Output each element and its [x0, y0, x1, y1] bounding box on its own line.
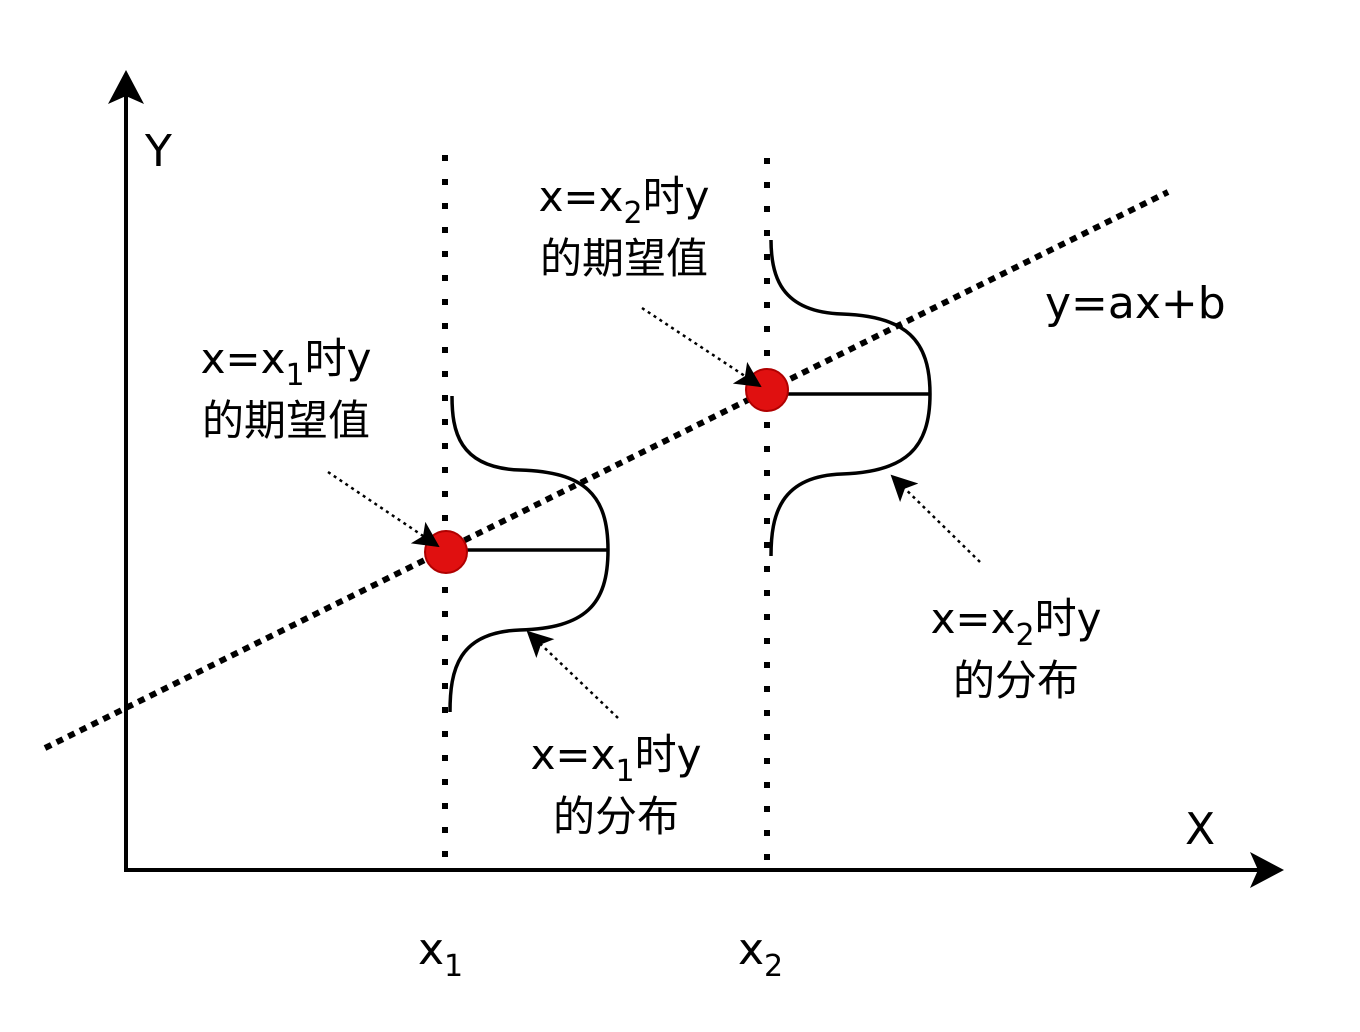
annotation-dist-x1-line2: 的分布	[552, 792, 679, 841]
pointer-dist-2	[890, 474, 981, 563]
annotation-dist-x1: x=x1时y 的分布	[516, 734, 716, 858]
distribution-curve-x1	[448, 395, 610, 713]
annotation-expect-x1-prefix: x=x	[200, 334, 286, 383]
annotation-expect-x2: x=x2时y 的期望值	[524, 176, 724, 300]
annotation-expect-x2-sub: 2	[623, 196, 643, 231]
annotation-dist-x2-prefix: x=x	[930, 594, 1016, 643]
annotation-dist-x1-suffix: 时y	[634, 730, 702, 779]
tick-x1-sub: 1	[444, 949, 464, 984]
y-axis-label: Y	[145, 126, 172, 177]
tick-x2: x2	[738, 928, 783, 982]
pointer-dist-1	[526, 630, 619, 719]
annotation-expect-x1-suffix: 时y	[304, 334, 372, 383]
annotation-dist-x2-sub: 2	[1015, 618, 1035, 653]
y-axis-arrowhead	[108, 70, 144, 104]
annotation-dist-x1-sub: 1	[615, 754, 635, 789]
annotation-expect-x1-line2: 的期望值	[201, 396, 370, 445]
tick-x1: x1	[418, 928, 463, 982]
annotation-expect-x2-line2: 的期望值	[539, 234, 708, 283]
regression-line	[43, 189, 1170, 751]
x-axis-label: X	[1185, 804, 1216, 855]
annotation-dist-x2: x=x2时y 的分布	[916, 598, 1116, 722]
pointer-expect-1	[327, 470, 440, 548]
expected-point-x1	[424, 530, 468, 574]
expected-point-x2	[745, 368, 789, 412]
x-axis-arrowhead	[1250, 852, 1284, 888]
annotation-expect-x1: x=x1时y 的期望值	[186, 338, 386, 462]
distribution-curve-x2	[769, 239, 932, 557]
annotation-dist-x1-prefix: x=x	[530, 730, 616, 779]
tick-x2-base: x	[738, 924, 765, 975]
annotation-expect-x1-sub: 1	[285, 358, 305, 393]
tick-x1-base: x	[418, 924, 445, 975]
pointer-expect-2	[641, 306, 762, 388]
tick-x2-sub: 2	[764, 949, 784, 984]
annotation-expect-x2-suffix: 时y	[642, 172, 710, 221]
annotation-expect-x2-prefix: x=x	[538, 172, 624, 221]
annotation-dist-x2-line2: 的分布	[952, 656, 1079, 705]
regression-equation: y=ax+b	[1045, 278, 1226, 329]
annotation-dist-x2-suffix: 时y	[1034, 594, 1102, 643]
